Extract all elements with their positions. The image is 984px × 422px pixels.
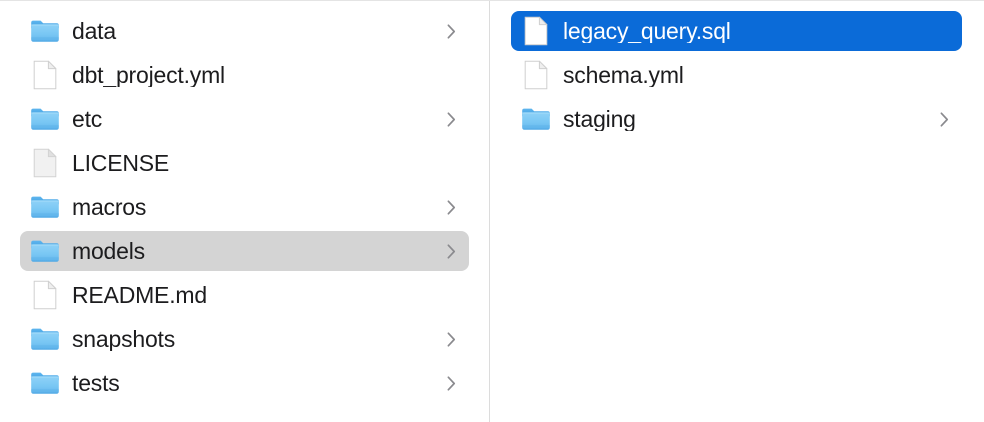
file-row[interactable]: README.md: [20, 275, 469, 315]
chevron-right-icon-svg: [447, 199, 455, 215]
chevron-right-icon[interactable]: [445, 242, 457, 260]
item-label: data: [72, 19, 116, 43]
item-label: tests: [72, 371, 120, 395]
folder-icon-svg: [31, 108, 59, 130]
column-child[interactable]: legacy_query.sql schema.yml staging: [490, 1, 983, 422]
chevron-right-icon[interactable]: [445, 198, 457, 216]
folder-row[interactable]: snapshots: [20, 319, 469, 359]
folder-icon: [521, 104, 551, 134]
folder-icon-svg: [522, 108, 550, 130]
item-label: staging: [563, 107, 636, 131]
chevron-right-icon-svg: [447, 23, 455, 39]
file-row[interactable]: LICENSE: [20, 143, 469, 183]
folder-icon: [30, 104, 60, 134]
item-label: legacy_query.sql: [563, 19, 731, 43]
document-icon-svg: [33, 148, 57, 178]
chevron-right-icon[interactable]: [445, 22, 457, 40]
chevron-right-icon-svg: [447, 331, 455, 347]
item-label: snapshots: [72, 327, 176, 351]
chevron-right-icon-svg: [940, 111, 948, 127]
folder-row[interactable]: models: [20, 231, 469, 271]
folder-icon-svg: [31, 20, 59, 42]
chevron-right-icon[interactable]: [445, 374, 457, 392]
folder-icon: [30, 368, 60, 398]
document-icon: [30, 60, 60, 90]
document-icon: [30, 280, 60, 310]
file-row[interactable]: legacy_query.sql: [511, 11, 962, 51]
folder-icon: [30, 236, 60, 266]
chevron-right-icon-svg: [447, 111, 455, 127]
item-label: schema.yml: [563, 63, 684, 87]
folder-row[interactable]: macros: [20, 187, 469, 227]
item-label: models: [72, 239, 145, 263]
folder-icon-svg: [31, 328, 59, 350]
folder-row[interactable]: etc: [20, 99, 469, 139]
item-label: dbt_project.yml: [72, 63, 225, 87]
item-label: macros: [72, 195, 147, 219]
file-row[interactable]: dbt_project.yml: [20, 55, 469, 95]
chevron-right-icon-svg: [447, 243, 455, 259]
folder-icon: [30, 192, 60, 222]
folder-icon-svg: [31, 196, 59, 218]
folder-icon-svg: [31, 240, 59, 262]
item-label: etc: [72, 107, 103, 131]
item-label: LICENSE: [72, 151, 170, 175]
folder-icon: [30, 16, 60, 46]
chevron-right-icon[interactable]: [445, 110, 457, 128]
generic-document-icon: [30, 148, 60, 178]
document-icon-svg: [524, 16, 548, 46]
folder-icon: [30, 324, 60, 354]
document-icon-svg: [524, 60, 548, 90]
file-row[interactable]: schema.yml: [511, 55, 962, 95]
folder-row[interactable]: data: [20, 11, 469, 51]
chevron-right-icon-svg: [447, 375, 455, 391]
folder-row[interactable]: staging: [511, 99, 962, 139]
folder-row[interactable]: tests: [20, 363, 469, 403]
chevron-right-icon[interactable]: [938, 110, 950, 128]
column-child-list: legacy_query.sql schema.yml staging: [490, 11, 983, 139]
folder-icon-svg: [31, 372, 59, 394]
document-icon-svg: [33, 60, 57, 90]
item-label: README.md: [72, 283, 207, 307]
document-icon: [521, 16, 551, 46]
document-icon: [521, 60, 551, 90]
document-icon-svg: [33, 280, 57, 310]
chevron-right-icon[interactable]: [445, 330, 457, 348]
